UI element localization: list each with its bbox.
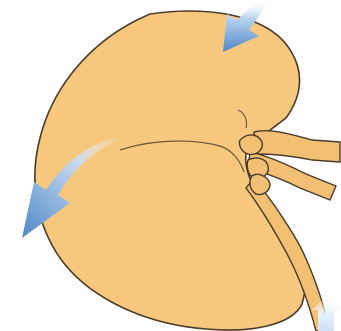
kidney-diagram — [0, 0, 341, 331]
kidney-illustration — [0, 0, 341, 331]
